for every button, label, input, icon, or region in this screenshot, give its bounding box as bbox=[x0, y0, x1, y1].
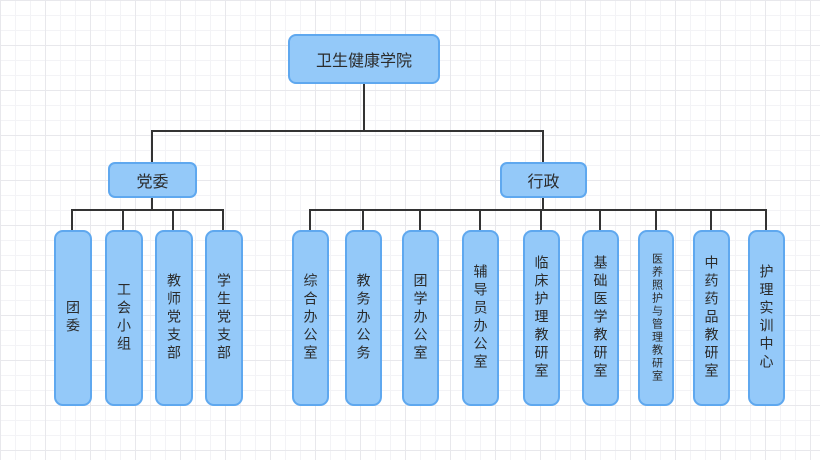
org-node-party-committee-label: 党委 bbox=[136, 174, 169, 191]
org-node-administration-label: 行政 bbox=[527, 174, 560, 191]
org-node-college[interactable]: 卫生健康学院 bbox=[288, 34, 440, 84]
connector-stub bbox=[710, 210, 712, 230]
connector-stub bbox=[362, 210, 364, 230]
org-node-counselor-office-label: 辅导员办公室 bbox=[472, 264, 489, 372]
connector-stub bbox=[765, 210, 767, 230]
org-node-teacher-party-branch[interactable]: 教师党支部 bbox=[155, 230, 193, 406]
org-node-medical-care-management-teaching-label: 医养照护与管理教研室 bbox=[650, 253, 663, 383]
org-node-youth-league-label: 团委 bbox=[65, 300, 81, 336]
connector-root-vertical bbox=[363, 84, 365, 131]
connector-stub bbox=[122, 210, 124, 230]
org-node-union-group-label: 工会小组 bbox=[116, 282, 132, 354]
org-node-union-group[interactable]: 工会小组 bbox=[105, 230, 143, 406]
org-node-clinical-nursing-teaching-label: 临床护理教研室 bbox=[533, 255, 550, 381]
org-node-youth-student-office-label: 团学办公室 bbox=[412, 273, 429, 363]
connector-stub bbox=[71, 210, 73, 230]
org-node-party-committee[interactable]: 党委 bbox=[108, 162, 197, 198]
org-node-nursing-training-center-label: 护理实训中心 bbox=[758, 264, 775, 372]
connector-stub bbox=[419, 210, 421, 230]
org-node-basic-medicine-teaching[interactable]: 基础医学教研室 bbox=[582, 230, 619, 406]
connector-stub bbox=[222, 210, 224, 230]
org-node-medical-care-management-teaching[interactable]: 医养照护与管理教研室 bbox=[638, 230, 674, 406]
connector-stub bbox=[479, 210, 481, 230]
org-node-youth-student-office[interactable]: 团学办公室 bbox=[402, 230, 439, 406]
connector-admin-drop bbox=[542, 131, 544, 162]
org-node-nursing-training-center[interactable]: 护理实训中心 bbox=[748, 230, 785, 406]
connector-stub bbox=[309, 210, 311, 230]
org-node-basic-medicine-teaching-label: 基础医学教研室 bbox=[592, 255, 609, 381]
org-node-counselor-office[interactable]: 辅导员办公室 bbox=[462, 230, 499, 406]
connector-stub bbox=[172, 210, 174, 230]
connector-party-bus bbox=[71, 209, 224, 211]
connector-stub bbox=[655, 210, 657, 230]
org-node-tcm-pharmacy-teaching-label: 中药药品教研室 bbox=[703, 255, 720, 381]
org-node-student-party-branch-label: 学生党支部 bbox=[216, 273, 232, 363]
connector-admin-down bbox=[542, 198, 544, 211]
org-node-general-office-label: 综合办公室 bbox=[302, 273, 319, 363]
org-node-youth-league[interactable]: 团委 bbox=[54, 230, 92, 406]
org-node-general-office[interactable]: 综合办公室 bbox=[292, 230, 329, 406]
org-node-teacher-party-branch-label: 教师党支部 bbox=[166, 273, 182, 363]
connector-admin-bus bbox=[309, 209, 767, 211]
org-node-academic-affairs-office-label: 教务办公务 bbox=[355, 273, 372, 363]
connector-branch-horizontal bbox=[151, 130, 544, 132]
connector-party-down bbox=[151, 198, 153, 211]
org-node-clinical-nursing-teaching[interactable]: 临床护理教研室 bbox=[523, 230, 560, 406]
connector-stub bbox=[599, 210, 601, 230]
org-node-administration[interactable]: 行政 bbox=[500, 162, 587, 198]
org-node-student-party-branch[interactable]: 学生党支部 bbox=[205, 230, 243, 406]
connector-party-drop bbox=[151, 131, 153, 162]
org-node-tcm-pharmacy-teaching[interactable]: 中药药品教研室 bbox=[693, 230, 730, 406]
org-node-college-label: 卫生健康学院 bbox=[315, 53, 412, 70]
connector-stub bbox=[540, 210, 542, 230]
org-node-academic-affairs-office[interactable]: 教务办公务 bbox=[345, 230, 382, 406]
